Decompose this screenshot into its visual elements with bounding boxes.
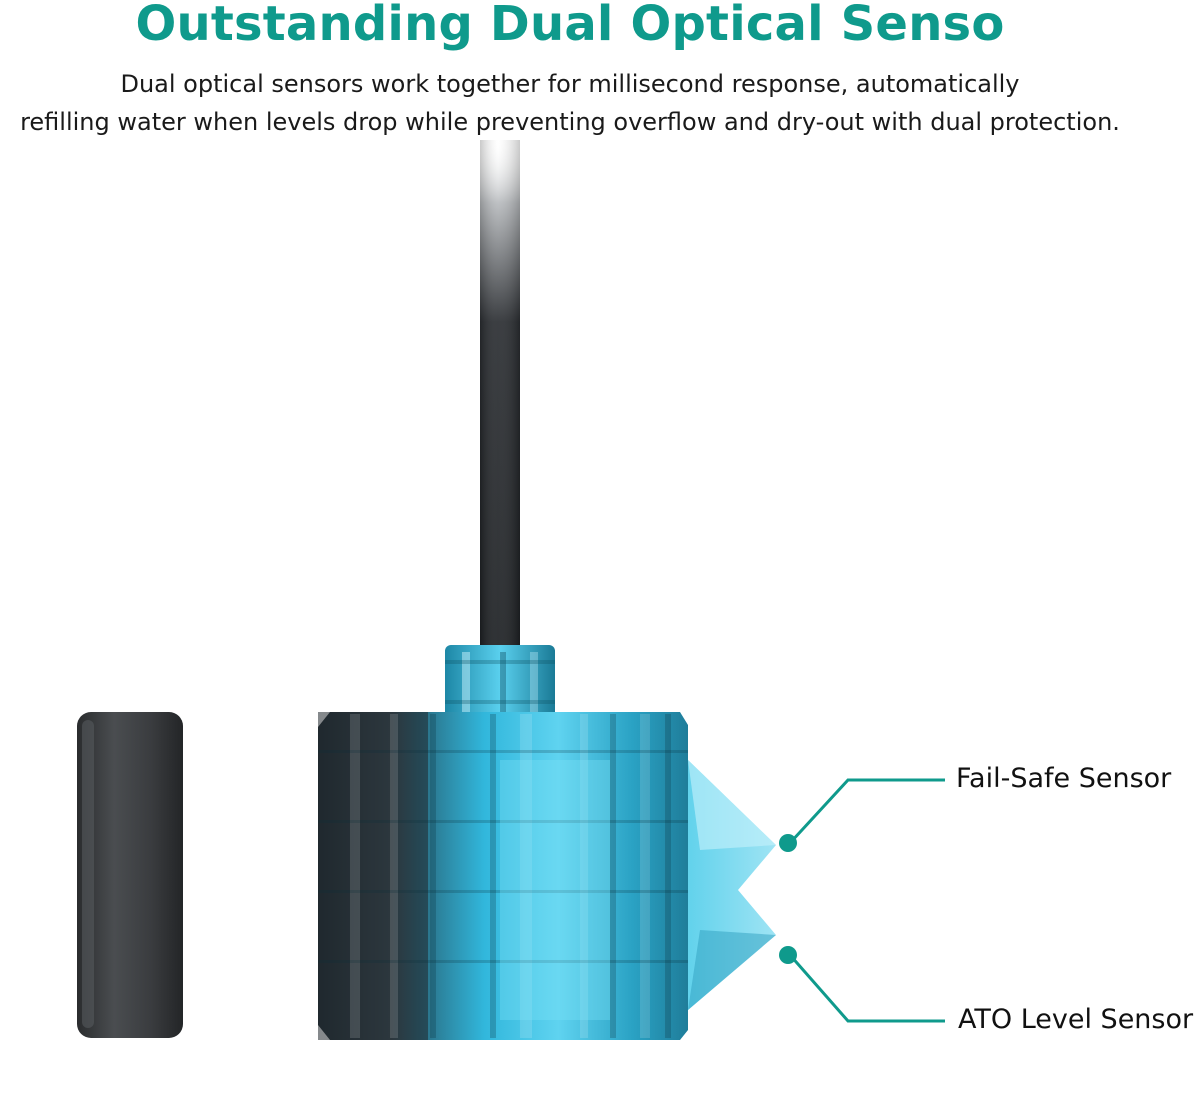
headline: Outstanding Dual Optical Senso [135, 0, 1005, 52]
ato-callout-line [779, 946, 945, 1023]
cable [480, 140, 520, 660]
fail-safe-callout-line [779, 778, 945, 852]
ato-level-sensor-label: ATO Level Sensor [958, 1004, 1194, 1035]
description-line-1: Dual optical sensors work together for m… [120, 70, 1020, 98]
description-line-2: refilling water when levels drop while p… [20, 108, 1120, 136]
sensor-prism [688, 760, 776, 1010]
sensor-body [318, 712, 688, 1040]
fail-safe-sensor-label: Fail-Safe Sensor [956, 763, 1172, 794]
magnet-mount-icon [77, 712, 183, 1038]
sensor-cap [445, 645, 555, 723]
